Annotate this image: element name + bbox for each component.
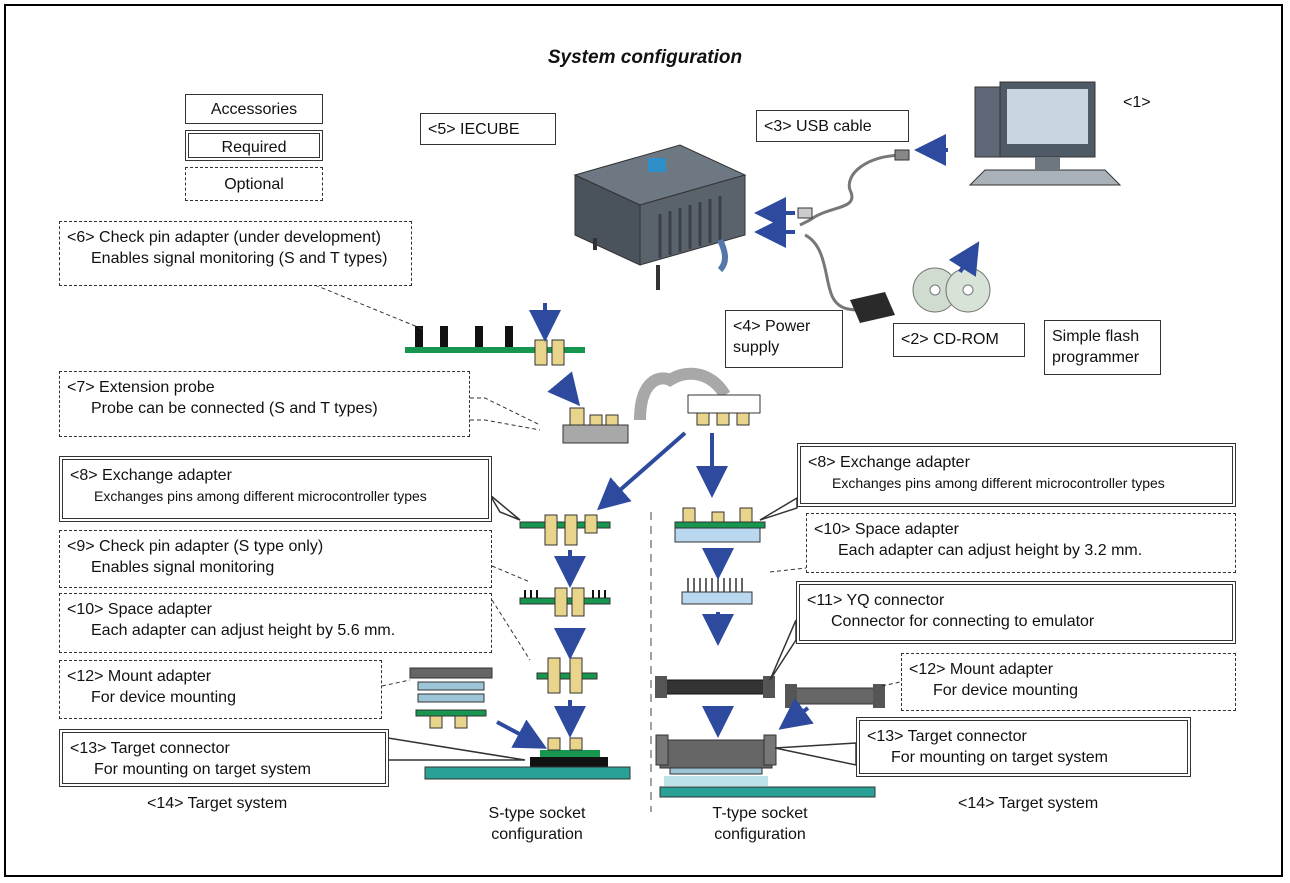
label-simple-flash-1: Simple flash: [1052, 328, 1140, 345]
extension-probe-title: <7> Extension probe: [67, 379, 215, 396]
label-usb-cable-box: <3> USB cable: [756, 110, 909, 142]
target-right-desc: For mounting on target system: [891, 749, 1108, 766]
callout-space-left: <10> Space adapter Each adapter can adju…: [59, 593, 492, 653]
t-socket-line2: configuration: [714, 826, 806, 843]
check-pin-6-title: <6> Check pin adapter (under development…: [67, 229, 381, 246]
exchange-left-desc: Exchanges pins among different microcont…: [94, 488, 427, 504]
label-iecube: <5> IECUBE: [428, 121, 520, 138]
callout-yq-connector: <11> YQ connector Connector for connecti…: [796, 581, 1236, 644]
callout-exchange-left: <8> Exchange adapter Exchanges pins amon…: [59, 456, 492, 522]
callout-target-left: <13> Target connector For mounting on ta…: [59, 729, 389, 787]
space-right-title: <10> Space adapter: [814, 521, 960, 538]
figure-frame: [4, 4, 1283, 877]
mount-left-desc: For device mounting: [91, 689, 236, 706]
exchange-left-title: <8> Exchange adapter: [70, 467, 232, 484]
usb-plug-b: [797, 207, 813, 219]
target-right-title: <13> Target connector: [867, 728, 1027, 745]
legend-accessories: Accessories: [185, 94, 323, 124]
extension-probe-desc: Probe can be connected (S and T types): [91, 400, 378, 417]
label-iecube-box: <5> IECUBE: [420, 113, 556, 145]
legend-required: Required: [185, 130, 323, 161]
s-type-stack-illustration: [424, 514, 631, 780]
t-socket-line1: T-type socket: [712, 805, 808, 822]
extension-probe-illustration: [562, 367, 761, 444]
mount-right-title: <12> Mount adapter: [909, 661, 1054, 678]
check-pin-9-desc: Enables signal monitoring: [91, 559, 275, 576]
figure-title: System configuration: [547, 47, 743, 68]
yq-connector-title: <11> YQ connector: [807, 592, 945, 609]
callout-check-pin-9: <9> Check pin adapter (S type only) Enab…: [59, 530, 492, 588]
exchange-right-title: <8> Exchange adapter: [808, 454, 970, 471]
legend-optional: Optional: [185, 167, 323, 201]
label-power-supply-1: <4> Power: [733, 318, 811, 335]
label-simple-flash-2: programmer: [1052, 349, 1140, 366]
yq-connector-desc: Connector for connecting to emulator: [831, 613, 1095, 630]
cdrom-illustration: [912, 267, 991, 313]
cables-illustration: [799, 153, 906, 312]
s-socket-line1: S-type socket: [488, 805, 586, 822]
check-pin-9-title: <9> Check pin adapter (S type only): [67, 538, 324, 555]
label-pc: <1>: [1123, 94, 1151, 111]
check-pin-adapter-6-illustration: [405, 326, 585, 366]
label-power-supply-2: supply: [733, 339, 780, 356]
target-left-desc: For mounting on target system: [94, 761, 311, 778]
label-simple-flash-box: Simple flash programmer: [1044, 320, 1161, 375]
callout-target-right: <13> Target connector For mounting on ta…: [856, 717, 1191, 777]
check-pin-6-desc: Enables signal monitoring (S and T types…: [91, 250, 388, 267]
mount-left-title: <12> Mount adapter: [67, 668, 212, 685]
exchange-right-desc: Exchanges pins among different microcont…: [832, 475, 1165, 491]
space-right-desc: Each adapter can adjust height by 3.2 mm…: [838, 542, 1143, 559]
pc-illustration: [968, 81, 1122, 186]
callout-pointers: [387, 494, 857, 766]
legend-required-label: Required: [221, 139, 287, 156]
space-left-title: <10> Space adapter: [67, 601, 213, 618]
label-target-system-left: <14> Target system: [147, 795, 288, 812]
s-socket-line2: configuration: [491, 826, 583, 843]
callout-extension-probe: <7> Extension probe Probe can be connect…: [59, 371, 470, 437]
power-adapter: [850, 292, 895, 323]
label-power-supply-box: <4> Power supply: [725, 310, 843, 368]
label-cdrom-box: <2> CD-ROM: [893, 323, 1025, 357]
leader-lines: [314, 284, 901, 687]
usb-plug: [894, 149, 910, 161]
label-target-system-right: <14> Target system: [958, 795, 1099, 812]
callout-mount-left: <12> Mount adapter For device mounting: [59, 660, 382, 719]
label-t-socket: T-type socket configuration: [685, 803, 835, 845]
label-usb-cable: <3> USB cable: [764, 118, 872, 135]
connection-arrows: [496, 134, 980, 749]
legend-optional-label: Optional: [224, 176, 284, 193]
callout-mount-right: <12> Mount adapter For device mounting: [901, 653, 1236, 711]
callout-space-right: <10> Space adapter Each adapter can adju…: [806, 513, 1236, 573]
space-left-desc: Each adapter can adjust height by 5.6 mm…: [91, 622, 396, 639]
label-s-socket: S-type socket configuration: [462, 803, 612, 845]
iecube-illustration: [573, 144, 747, 290]
legend-accessories-label: Accessories: [210, 101, 298, 118]
target-left-title: <13> Target connector: [70, 740, 230, 757]
callout-exchange-right: <8> Exchange adapter Exchanges pins amon…: [797, 443, 1236, 507]
label-cdrom: <2> CD-ROM: [901, 331, 999, 348]
mount-adapter-left-illustration: [409, 667, 493, 729]
mount-right-desc: For device mounting: [933, 682, 1078, 699]
callout-check-pin-6: <6> Check pin adapter (under development…: [59, 221, 412, 286]
